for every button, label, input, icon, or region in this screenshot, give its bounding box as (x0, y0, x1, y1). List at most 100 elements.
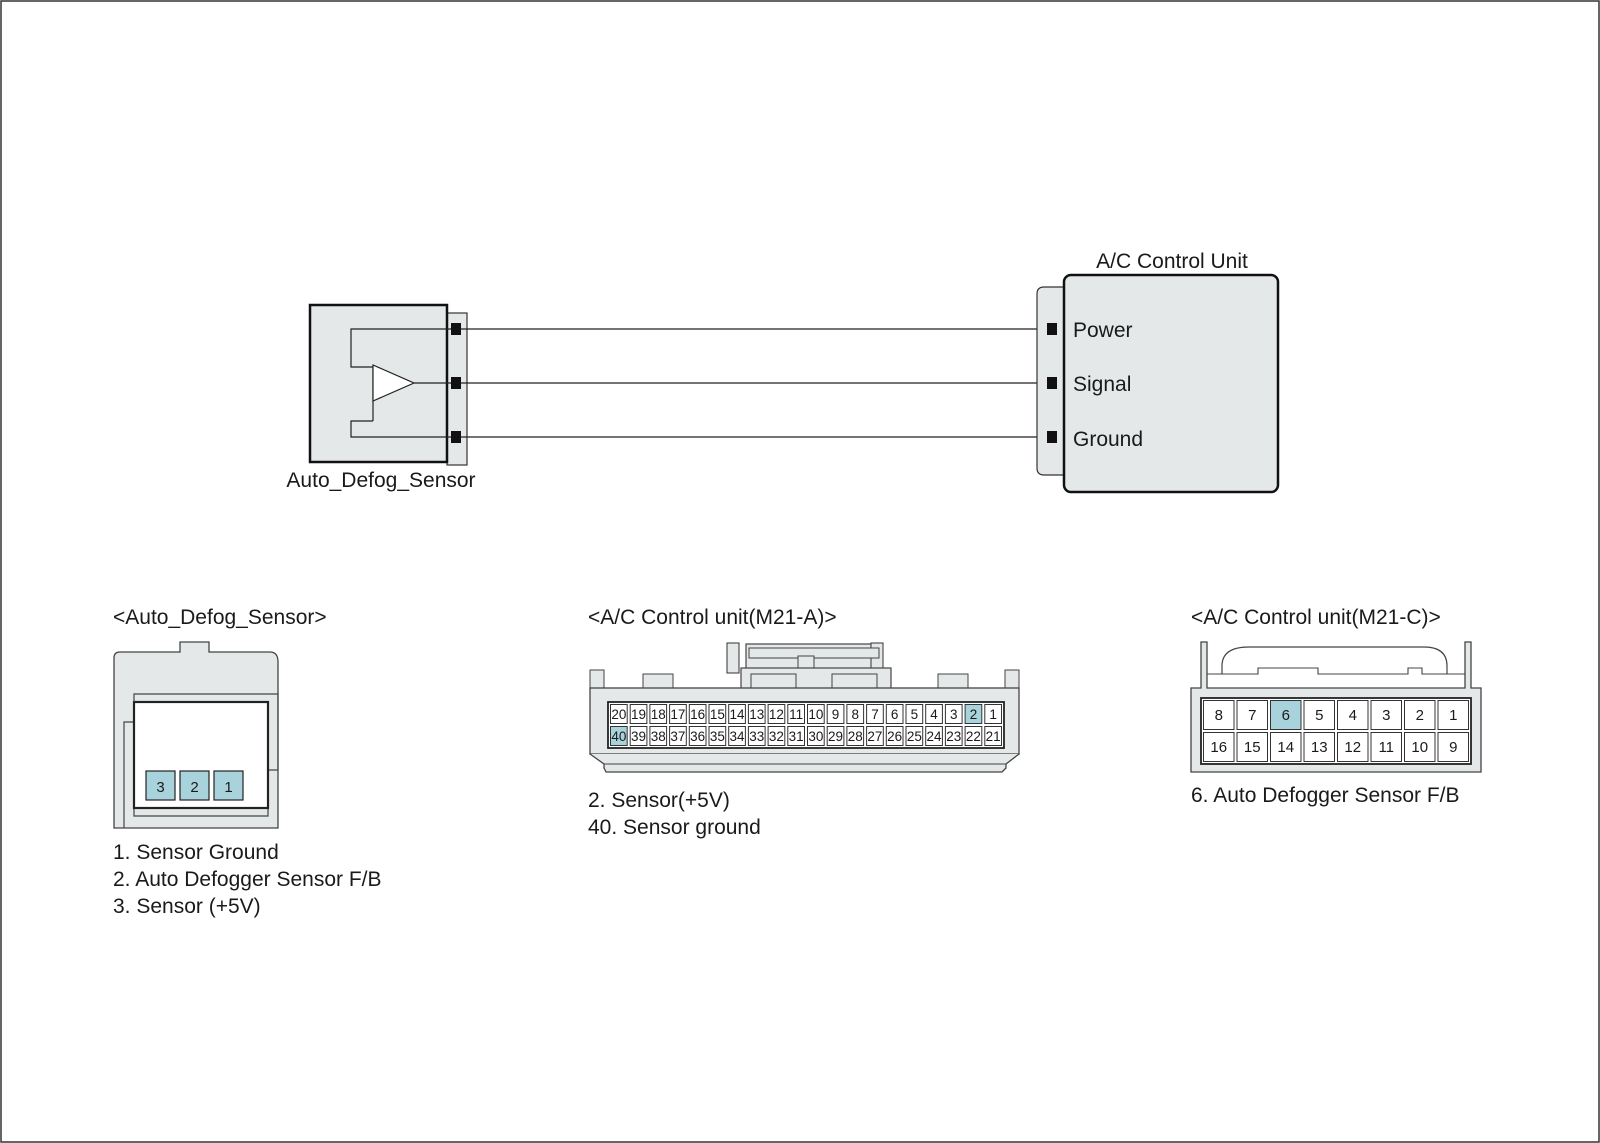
m21a-pin-label: 18 (651, 707, 666, 722)
m21a-pin-10 (807, 704, 825, 724)
m21a-latch-post (726, 642, 740, 674)
sensor-connector-lip (133, 693, 279, 770)
m21c-legend-line: 6. Auto Defogger Sensor F/B (1191, 784, 1460, 807)
m21a-pin-label: 25 (907, 729, 922, 744)
m21a-pin-39 (629, 726, 648, 746)
m21a-pin-label: 19 (631, 707, 646, 722)
m21a-pin-3 (944, 704, 963, 724)
sensor-pin-label: 1 (224, 779, 232, 796)
m21a-pin-35 (708, 726, 727, 746)
m21a-pin-38 (649, 726, 668, 746)
m21a-pin-21 (984, 726, 1002, 746)
m21a-pin-label: 1 (989, 707, 997, 722)
m21a-pin-8 (846, 704, 865, 724)
m21a-pin-30 (807, 726, 825, 746)
m21a-bottom-lip (589, 753, 1020, 773)
m21a-pin-label: 40 (611, 729, 626, 744)
m21c-pin-5 (1303, 700, 1335, 730)
m21a-pin-label: 17 (670, 707, 685, 722)
amplifier-triangle-icon (372, 364, 416, 402)
m21c-connector-title: <A/C Control unit(M21-C)> (1191, 606, 1441, 629)
m21c-pin-label: 2 (1416, 707, 1424, 724)
m21c-pin-label: 16 (1210, 739, 1227, 756)
m21c-pin-9 (1437, 732, 1469, 762)
m21a-pin-34 (728, 726, 746, 746)
sensor-legend-line: 3. Sensor (+5V) (113, 895, 261, 918)
sensor-pin-2 (179, 770, 210, 801)
ac-control-unit (1036, 273, 1280, 494)
m21a-pin-label: 14 (730, 707, 746, 722)
ac-unit-body (1062, 273, 1280, 494)
sensor-terminal-2 (451, 377, 461, 389)
m21a-pin-label: 30 (808, 729, 823, 744)
m21c-pin-label: 6 (1282, 707, 1290, 724)
m21a-pin-24 (925, 726, 943, 746)
m21c-pin-15 (1236, 732, 1268, 762)
m21a-pin-label: 6 (891, 707, 899, 722)
m21a-pin-label: 20 (611, 707, 626, 722)
m21a-pin-label: 36 (690, 729, 705, 744)
m21c-pin-10 (1404, 732, 1436, 762)
m21c-keying (1207, 667, 1465, 675)
wires (461, 328, 1047, 438)
m21a-pin-label: 5 (911, 707, 919, 722)
sensor-connector-title: <Auto_Defog_Sensor> (113, 606, 327, 629)
sensor-connector: 3 2 1 (113, 641, 279, 829)
sensor-terminal-3 (451, 431, 461, 443)
m21a-legend-line: 40. Sensor ground (588, 816, 761, 839)
m21a-pin-1 (984, 704, 1002, 724)
m21a-pin-label: 10 (808, 707, 823, 722)
m21a-pin-label: 24 (927, 729, 943, 744)
sensor-pin-3 (145, 770, 176, 801)
m21a-pin-label: 37 (670, 729, 685, 744)
m21a-pin-label: 35 (710, 729, 725, 744)
m21a-pin-6 (885, 704, 904, 724)
m21c-pin-1 (1437, 700, 1469, 730)
sensor-pin-label: 2 (190, 779, 198, 796)
m21a-pin-label: 11 (789, 707, 803, 722)
m21a-pin-36 (688, 726, 707, 746)
ac-pin-label-ground: Ground (1073, 428, 1143, 451)
m21c-pin-7 (1236, 700, 1268, 730)
m21c-pin-label: 4 (1349, 707, 1357, 724)
m21a-pin-7 (866, 704, 884, 724)
m21a-pin-26 (885, 726, 904, 746)
m21a-pin-label: 23 (946, 729, 961, 744)
amp-input-line (350, 328, 455, 368)
m21a-pin-label: 38 (651, 729, 666, 744)
m21a-pin-25 (905, 726, 924, 746)
m21a-pin-17 (669, 704, 687, 724)
m21a-pin-20 (610, 704, 628, 724)
m21a-pin-18 (649, 704, 668, 724)
amp-ground-line (350, 420, 455, 438)
m21c-pin-label: 15 (1244, 739, 1261, 756)
m21a-pin-label: 9 (832, 707, 840, 722)
m21c-pin-4 (1337, 700, 1369, 730)
m21a-pin-19 (629, 704, 648, 724)
sensor-legend-line: 2. Auto Defogger Sensor F/B (113, 868, 382, 891)
m21a-pin-label: 4 (930, 707, 938, 722)
m21c-pin-label: 9 (1449, 739, 1457, 756)
sensor-pin-1 (213, 770, 244, 801)
m21a-pin-23 (944, 726, 963, 746)
sensor-pin-label: 3 (156, 779, 164, 796)
m21a-pin-33 (747, 726, 766, 746)
m21a-pin-29 (826, 726, 845, 746)
m21c-pin-label: 13 (1311, 739, 1328, 756)
m21c-pin-label: 1 (1449, 707, 1457, 724)
m21a-pin-label: 15 (710, 707, 725, 722)
m21a-pin-label: 7 (871, 707, 879, 722)
m21a-connector-title: <A/C Control unit(M21-A)> (588, 606, 837, 629)
m21c-pin-label: 10 (1411, 739, 1428, 756)
m21a-pin-12 (767, 704, 786, 724)
m21c-pin-label: 14 (1277, 739, 1294, 756)
m21c-pin-6 (1270, 700, 1302, 730)
ac-pin-label-power: Power (1073, 319, 1133, 342)
m21c-pin-11 (1370, 732, 1402, 762)
m21a-pin-15 (708, 704, 727, 724)
m21a-pin-label: 22 (966, 729, 981, 744)
